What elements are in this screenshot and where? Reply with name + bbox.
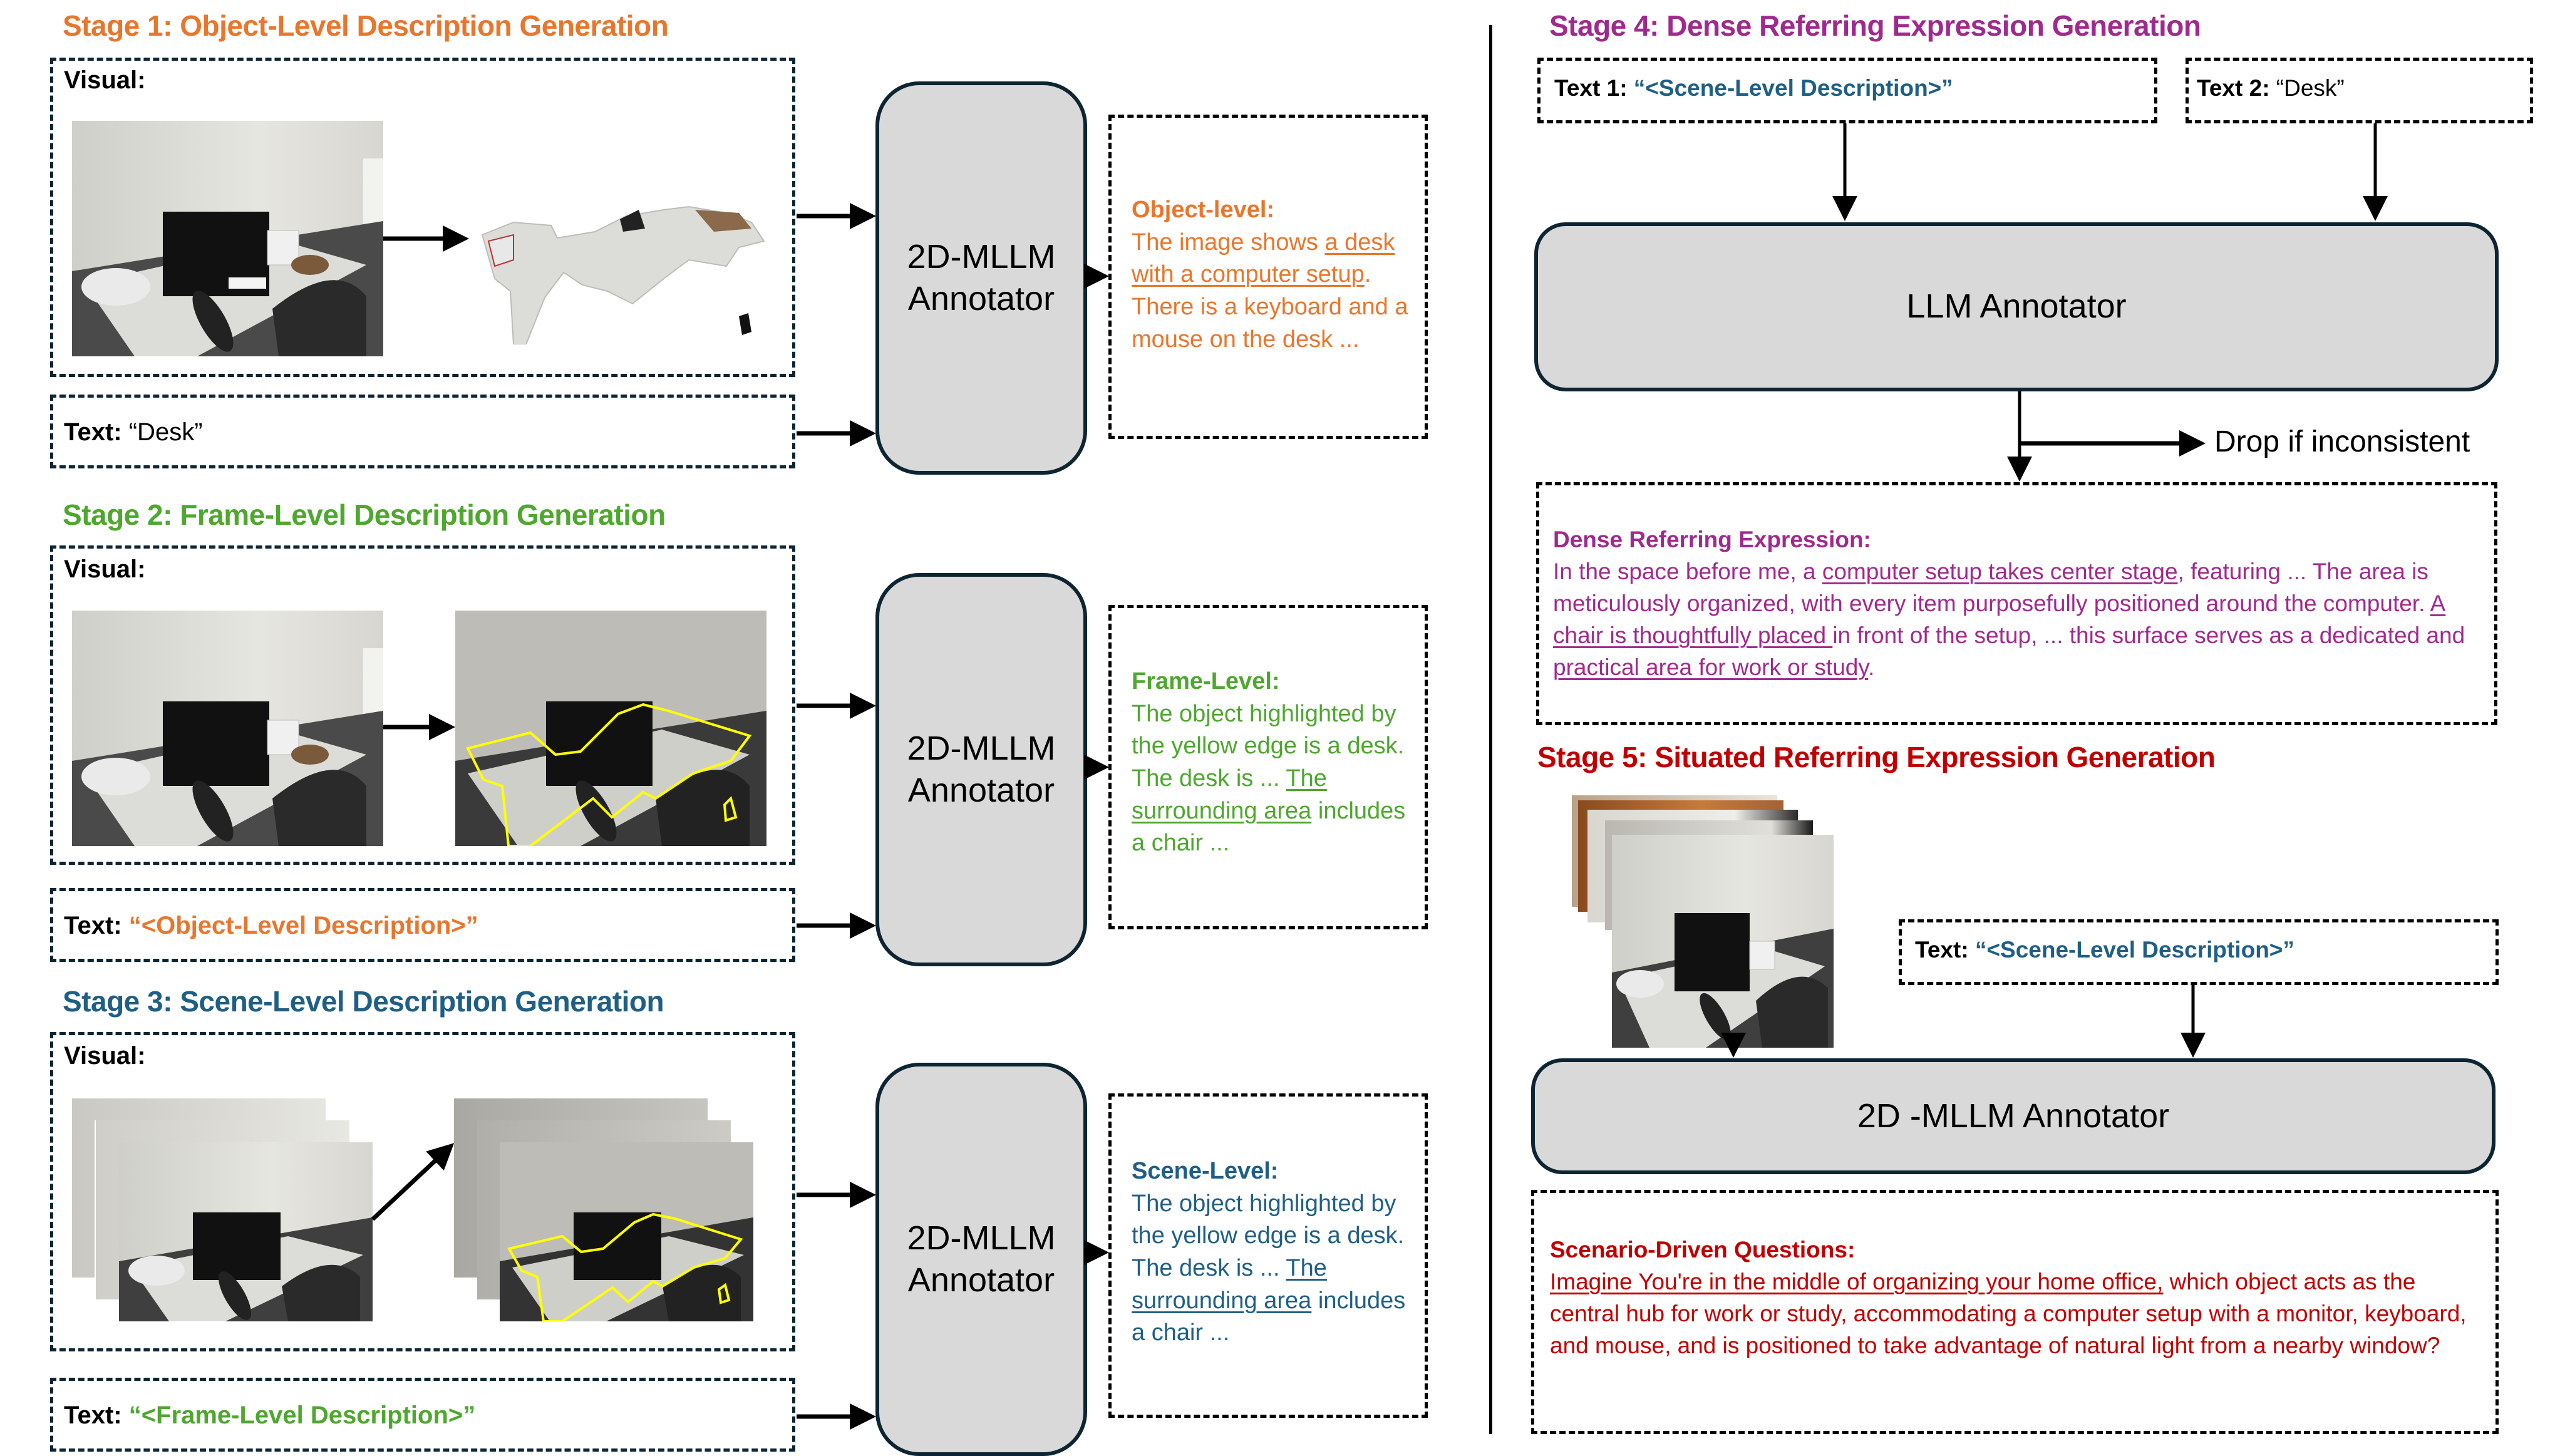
- stage4-text2-value: “Desk”: [2276, 75, 2345, 101]
- stage1-title: Stage 1: Object-Level Description Genera…: [63, 9, 669, 42]
- desk-photo-image: [72, 121, 383, 356]
- output-text-run: includes a chair ...: [1132, 1287, 1406, 1346]
- underlined-phrase: Imagine You're in the middle of organizi…: [1550, 1269, 2164, 1295]
- stage3-highlighted-stack-front: [500, 1142, 753, 1321]
- underlined-phrase: a desk with a computer setup: [1132, 229, 1395, 288]
- highlighted-desk-image: [455, 611, 766, 846]
- stage4-llm-annotator: LLM Annotator: [1534, 222, 2499, 391]
- stage4-text2-label: Text 2: “Desk”: [2197, 75, 2345, 101]
- stage1-output-text: Object-level: The image shows a desk with…: [1132, 194, 1420, 356]
- stage2-title: Stage 2: Frame-Level Description Generat…: [63, 498, 666, 531]
- output-text-run: The object highlighted by the yellow edg…: [1132, 1190, 1405, 1282]
- stage1-text-box: [50, 395, 795, 468]
- column-divider: [1489, 25, 1492, 1434]
- stage2-visual-label: Visual:: [64, 555, 146, 583]
- stage1-text-value: “Desk”: [128, 418, 203, 446]
- output-text-run: .: [1868, 654, 1875, 681]
- stage1-visual-box: [50, 58, 795, 377]
- arrow-frames-to-highlight-3: [371, 1143, 455, 1221]
- stage5-frame-stack-front: [1612, 835, 1834, 1048]
- annotator-line-2: Annotator: [907, 1261, 1055, 1299]
- stage2-highlighted-photo: [455, 611, 766, 846]
- stage2-annotator: 2D-MLLM Annotator: [875, 573, 1087, 966]
- output-text-run: The object highlighted by the yellow edg…: [1132, 700, 1405, 792]
- stage2-text-box: [50, 888, 795, 962]
- underlined-phrase: computer setup takes center stage: [1822, 559, 2178, 585]
- output-heading: Dense Referring Expression:: [1553, 527, 1871, 552]
- stage3-text-label: Text: “<Frame-Level Description>”: [64, 1402, 476, 1429]
- stage5-output-box: [1531, 1190, 2499, 1434]
- stage4-output-text: Dense Referring Expression: In the space …: [1553, 524, 2480, 683]
- output-text-run: includes a chair ...: [1132, 797, 1406, 857]
- desk-photo-image: [119, 1142, 373, 1321]
- stage4-text2-box: [2186, 58, 2533, 123]
- stage1-desk-photo: [72, 121, 383, 356]
- output-text-run: in front of the setup, ... this surface …: [1832, 622, 2465, 649]
- output-heading: Scenario-Driven Questions:: [1550, 1237, 1855, 1262]
- annotator-label: LLM Annotator: [1906, 287, 2127, 326]
- output-heading: Object-level:: [1132, 197, 1275, 223]
- underlined-phrase: A chair is thoughtfully placed: [1553, 591, 2446, 649]
- underlined-phrase: The surrounding area: [1132, 765, 1327, 824]
- output-text-run: which object acts as the central hub for…: [1550, 1269, 2467, 1359]
- stage1-annotator: 2D-MLLM Annotator: [875, 81, 1087, 475]
- stage3-text-value: “<Frame-Level Description>”: [128, 1402, 476, 1429]
- stage5-output-text: Scenario-Driven Questions: Imagine You're…: [1550, 1234, 2483, 1361]
- stage4-text1-label: Text 1: “<Scene-Level Description>”: [1554, 75, 1953, 101]
- stage3-frame-stack-front: [119, 1142, 373, 1321]
- segmented-desk-image: [481, 205, 765, 344]
- output-text-run: . There is a keyboard and a mouse on the…: [1132, 261, 1408, 353]
- highlighted-desk-image: [500, 1142, 753, 1321]
- stage3-title: Stage 3: Scene-Level Description Generat…: [63, 985, 664, 1018]
- annotator-line-1: 2D-MLLM: [907, 1219, 1056, 1257]
- stage2-desk-photo: [72, 611, 383, 846]
- annotator-line-1: 2D-MLLM: [907, 729, 1056, 767]
- stage5-2d-mllm-annotator: 2D -MLLM Annotator: [1531, 1058, 2495, 1174]
- output-heading: Scene-Level:: [1132, 1158, 1279, 1184]
- output-text-run: In the space before me, a: [1553, 559, 1822, 585]
- stage2-visual-box: [50, 545, 795, 865]
- output-text-run: , featuring ... The area is meticulously…: [1553, 559, 2430, 617]
- output-text-run: The image shows: [1132, 229, 1325, 256]
- annotator-line-2: Annotator: [907, 772, 1055, 809]
- stage1-visual-label: Visual:: [64, 66, 146, 94]
- stage3-output-text: Scene-Level: The object highlighted by th…: [1132, 1155, 1420, 1350]
- stage4-output-box: [1536, 482, 2497, 725]
- drop-if-inconsistent-label: Drop if inconsistent: [2214, 425, 2470, 458]
- stage5-text-value: “<Scene-Level Description>”: [1974, 937, 2294, 963]
- stage3-visual-label: Visual:: [64, 1042, 146, 1070]
- stage3-annotator: 2D-MLLM Annotator: [875, 1063, 1087, 1456]
- stage5-text-label: Text: “<Scene-Level Description>”: [1915, 937, 2294, 963]
- underlined-phrase: practical area for work or study: [1553, 654, 1869, 681]
- stage2-output-text: Frame-Level: The object highlighted by th…: [1132, 666, 1420, 860]
- output-heading: Frame-Level:: [1132, 668, 1280, 694]
- stage1-text-label: Text: “Desk”: [64, 418, 203, 446]
- stage3-output-box: [1108, 1093, 1428, 1418]
- annotator-line-2: Annotator: [907, 280, 1055, 318]
- stage5-title: Stage 5: Situated Referring Expression G…: [1537, 741, 2216, 773]
- desk-photo-image: [72, 611, 383, 846]
- stage4-title: Stage 4: Dense Referring Expression Gene…: [1549, 9, 2201, 42]
- stage1-output-box: [1108, 115, 1428, 439]
- stage5-text-box: [1899, 919, 2499, 985]
- stage3-visual-box: [50, 1032, 795, 1351]
- stage2-text-value: “<Object-Level Description>”: [128, 912, 478, 939]
- stage4-text1-value: “<Scene-Level Description>”: [1633, 75, 1953, 101]
- stage4-text1-box: [1537, 58, 2157, 123]
- desk-photo-image: [1612, 835, 1834, 1048]
- stage2-output-box: [1108, 605, 1428, 929]
- annotator-line-1: 2D-MLLM: [907, 237, 1056, 276]
- underlined-phrase: The surrounding area: [1132, 1255, 1327, 1314]
- stage1-segmented-object: [476, 204, 770, 344]
- annotator-label: 2D -MLLM Annotator: [1857, 1097, 2170, 1135]
- stage2-text-label: Text: “<Object-Level Description>”: [64, 912, 478, 939]
